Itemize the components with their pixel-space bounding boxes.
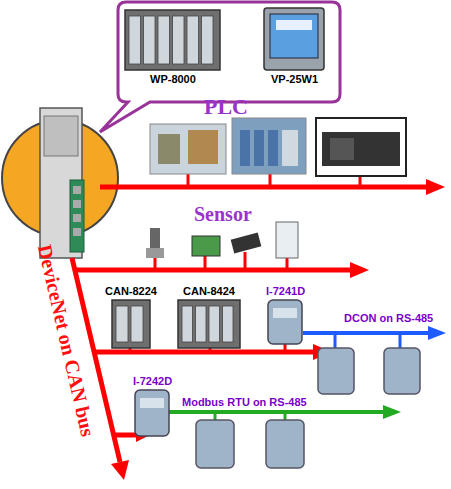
device-box: CAN-8224 bbox=[112, 300, 150, 348]
group-label: Sensor bbox=[194, 203, 252, 226]
device-box: WP-8000 bbox=[125, 10, 220, 70]
plc-pictures bbox=[150, 118, 406, 176]
device-label: WP-8000 bbox=[150, 73, 196, 85]
group-label: Modbus RTU on RS-485 bbox=[182, 396, 307, 408]
device-box: VP-25W1 bbox=[264, 8, 324, 70]
device-label: I-7242D bbox=[133, 375, 172, 387]
sensor-pictures bbox=[146, 222, 298, 258]
group-label: DCON on RS-485 bbox=[344, 312, 433, 324]
device-picture bbox=[178, 300, 240, 348]
device-label: I-7241D bbox=[266, 285, 305, 297]
device-picture bbox=[112, 300, 150, 348]
rs485-modbus-line bbox=[168, 405, 401, 468]
device-box: I-7242D bbox=[135, 390, 169, 436]
device-picture bbox=[125, 10, 220, 70]
device-picture bbox=[135, 390, 169, 436]
device-box: CAN-8424 bbox=[178, 300, 240, 348]
device-label: VP-25W1 bbox=[271, 73, 318, 85]
rs485-dcon-line bbox=[303, 326, 446, 394]
device-picture bbox=[264, 8, 324, 70]
device-box: I-7241D bbox=[268, 300, 302, 344]
device-label: CAN-8224 bbox=[105, 285, 157, 297]
group-label: PLC bbox=[204, 94, 248, 120]
device-label: CAN-8424 bbox=[183, 285, 235, 297]
callout-bubble bbox=[100, 2, 340, 132]
can-bus bbox=[72, 172, 445, 480]
device-picture bbox=[268, 300, 302, 344]
gateway-module bbox=[40, 108, 84, 258]
